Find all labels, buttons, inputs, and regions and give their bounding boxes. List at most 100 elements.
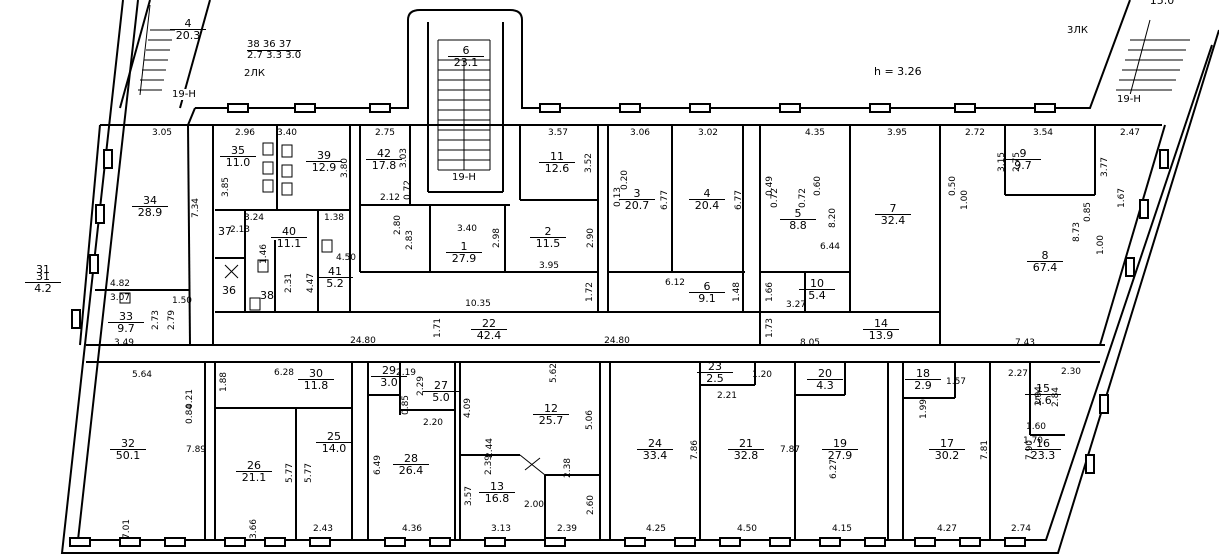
room-number: 31 (36, 263, 50, 276)
dimension-label: 0.60 (813, 175, 823, 197)
room-area: 16.8 (479, 492, 515, 504)
room-area: 9.7 (108, 322, 144, 334)
mini-area: 3.0 (285, 50, 302, 61)
dimension-label: 2.83 (405, 229, 415, 251)
room-number: 19 (833, 437, 847, 450)
dimension-label: 7.90 (1025, 439, 1035, 461)
room-area: 5.2 (317, 277, 353, 289)
dimension-label: 3.80 (340, 157, 350, 179)
room-number: 6 (462, 44, 470, 57)
dimension-label: 3.57 (464, 485, 474, 507)
dimension-label: 6.27 (829, 458, 839, 480)
room-area: 11.8 (298, 379, 334, 391)
room-area: 11.1 (271, 237, 307, 249)
dimension-label: 4.82 (109, 279, 131, 289)
dimension-label: 6.77 (660, 189, 670, 211)
dimension-label: 0.72 (798, 187, 808, 209)
dimension-label: 3.40 (456, 224, 478, 234)
room-number: 23 (708, 360, 722, 373)
dimension-label: 6.44 (819, 242, 841, 252)
room-number: 15 (1036, 382, 1050, 395)
room-number: 28 (404, 452, 418, 465)
room-area: 20.4 (689, 199, 725, 211)
dimension-label: 8.20 (828, 207, 838, 229)
dimension-label: 1.00 (1096, 234, 1106, 256)
dimension-label: 3.95 (886, 128, 908, 138)
room-area: 42.4 (471, 329, 507, 341)
stair-label-left: 19-H (172, 89, 196, 100)
stairs (138, 4, 1190, 171)
dimension-label: 2.73 (151, 309, 161, 331)
dimension-label: 3.85 (221, 176, 231, 198)
dimension-label: 3.57 (547, 128, 569, 138)
room-number: 32 (121, 437, 135, 450)
room-number: 4 (184, 17, 192, 30)
dimension-label: 2.96 (234, 128, 256, 138)
dimension-label: 2.39 (484, 454, 494, 476)
dimension-label: 2.20 (422, 418, 444, 428)
room-number: 4 (703, 187, 711, 200)
room-area: 12.9 (306, 161, 342, 173)
room-number: 3 (633, 187, 641, 200)
dimension-label: 4.15 (831, 524, 853, 534)
room-number: 39 (317, 149, 331, 162)
room-number: 24 (648, 437, 662, 450)
room-area: 4.2 (25, 282, 61, 294)
dimension-label: 2.47 (1119, 128, 1141, 138)
dimension-label: 4.35 (804, 128, 826, 138)
corridor (86, 311, 1105, 363)
dimension-label: 6.49 (373, 454, 383, 476)
room-area: 14.0 (316, 442, 352, 454)
room-number: 36 (222, 284, 236, 297)
room-area: 4.3 (807, 379, 843, 391)
dimension-label: 2.38 (563, 457, 573, 479)
dimension-label: 0.72 (403, 179, 413, 201)
room-area: 12.6 (539, 162, 575, 174)
dimension-label: 7.01 (122, 518, 132, 540)
dimension-label: 0.20 (620, 169, 630, 191)
dimension-label: 1.46 (259, 243, 269, 265)
room-number: 25 (327, 430, 341, 443)
dimension-label: 2.74 (1010, 524, 1032, 534)
room-number: 11 (550, 150, 564, 163)
stair-label-right: 19-H (1117, 94, 1141, 105)
room-area: 2.5 (697, 372, 733, 384)
room-area: 25.7 (533, 414, 569, 426)
room-number: 34 (143, 194, 157, 207)
mini-number: 37 (278, 39, 292, 50)
dimension-label: 2.29 (416, 375, 426, 397)
dimension-label: 3.13 (490, 524, 512, 534)
dimension-label: 2.31 (284, 272, 294, 294)
dimension-label: 3.54 (1032, 128, 1054, 138)
room-area: 20.3 (170, 29, 206, 41)
dimension-label: 2.13 (229, 225, 251, 235)
dimension-label: 2.98 (492, 227, 502, 249)
dimension-label: 3.77 (1100, 156, 1110, 178)
room-area: 26.4 (393, 464, 429, 476)
dimension-label: 3.49 (113, 338, 135, 348)
dimension-label: 0.84 (185, 403, 195, 425)
room-label: 15.0 (1144, 0, 1180, 6)
dimension-label: 1.72 (585, 281, 595, 303)
room-number: 29 (382, 364, 396, 377)
room-area: 17.8 (366, 159, 402, 171)
